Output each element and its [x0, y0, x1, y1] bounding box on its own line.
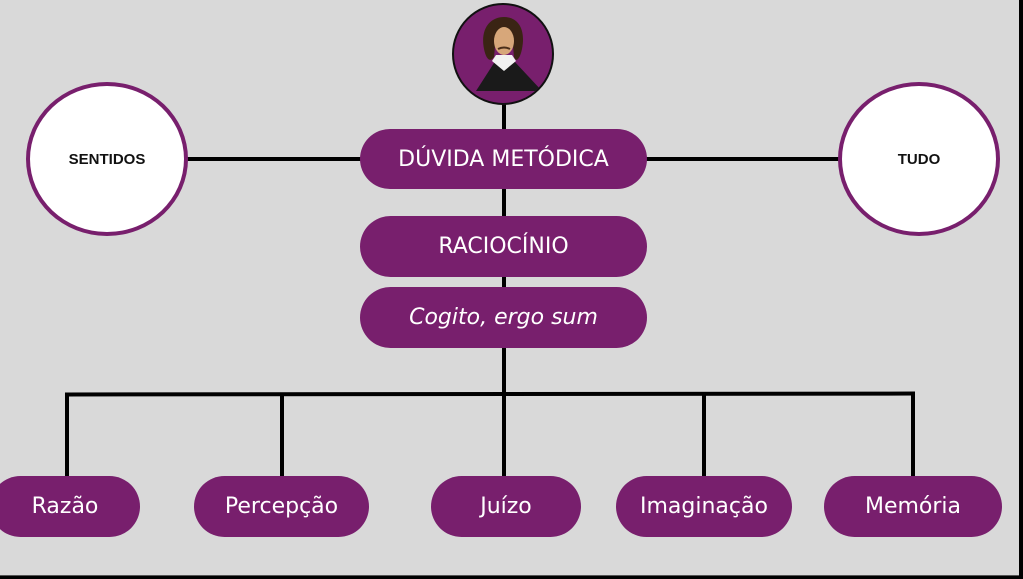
circle-tudo: TUDO [838, 82, 1000, 236]
connector-main-reasoning [502, 188, 506, 218]
tudo-label: TUDO [897, 150, 941, 168]
branch-horizontal [64, 391, 916, 397]
connector-left [186, 157, 366, 161]
branch-drop-memoria [911, 392, 915, 476]
branch-drop-imaginacao [702, 393, 706, 476]
duvida-metodica-label: DÚVIDA METÓDICA [398, 146, 609, 172]
memoria-label: Memória [864, 494, 962, 519]
node-raciocinio: RACIOCÍNIO [360, 216, 647, 277]
node-memoria: Memória [824, 476, 1002, 537]
circle-sentidos: SENTIDOS [26, 82, 188, 236]
node-percepcao: Percepção [194, 476, 369, 537]
raciocinio-label: RACIOCÍNIO [438, 234, 569, 259]
juizo-label: Juízo [480, 494, 532, 519]
cogito-label: Cogito, ergo sum [409, 305, 598, 330]
descartes-portrait-icon [452, 3, 554, 105]
node-imaginacao: Imaginação [616, 476, 792, 537]
node-cogito: Cogito, ergo sum [360, 287, 647, 348]
connector-portrait-main [502, 104, 506, 134]
imaginacao-label: Imaginação [640, 494, 768, 519]
connector-right [645, 157, 840, 161]
node-duvida-metodica: DÚVIDA METÓDICA [360, 129, 647, 189]
razao-label: Razão [31, 494, 99, 519]
percepcao-label: Percepção [224, 494, 339, 519]
node-juizo: Juízo [431, 476, 581, 537]
node-razao: Razão [0, 476, 140, 537]
branch-drop-percepcao [280, 393, 284, 476]
sentidos-label: SENTIDOS [68, 150, 146, 168]
connector-reasoning-cogito [502, 276, 506, 290]
branch-drop-razao [65, 393, 69, 476]
connector-cogito-branch [502, 346, 506, 476]
